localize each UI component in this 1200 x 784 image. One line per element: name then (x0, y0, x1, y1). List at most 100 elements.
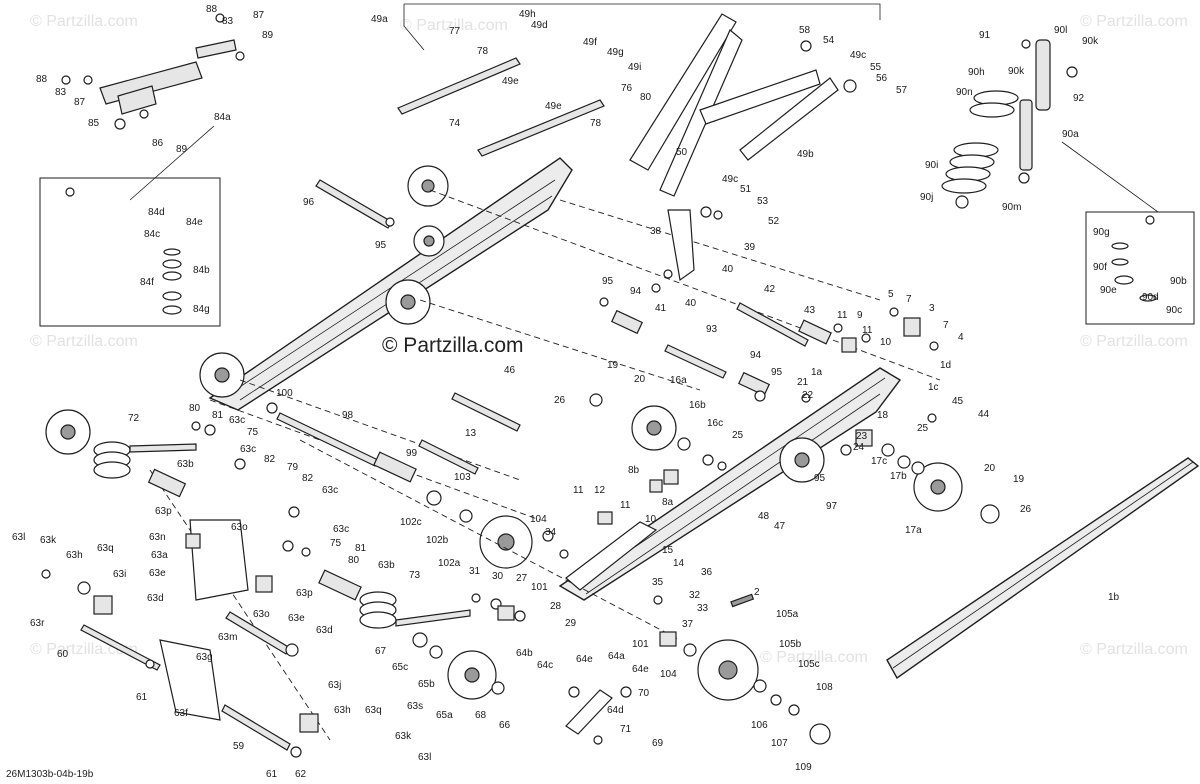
part-callout-63e: 63e (149, 568, 166, 579)
part-callout-49i: 49i (628, 62, 641, 73)
part-callout-3: 3 (929, 303, 935, 314)
part-callout-83: 83 (222, 16, 234, 27)
part-callout-49b: 49b (797, 149, 814, 160)
part-callout-51: 51 (740, 184, 752, 195)
right-slide-rail-part (558, 367, 902, 601)
suspension-arm-part (159, 13, 839, 721)
part-callout-84d: 84d (148, 207, 165, 218)
part-callout-95: 95 (814, 473, 826, 484)
main-watermark: © Partzilla.com (382, 334, 524, 357)
part-callout-23: 23 (856, 431, 868, 442)
part-callout-90c: 90c (1166, 305, 1182, 316)
part-callout-64d: 64d (607, 705, 624, 716)
inset-detail-box (1085, 211, 1195, 325)
part-callout-58: 58 (799, 25, 811, 36)
part-callout-26: 26 (554, 395, 566, 406)
part-callout-90m: 90m (1002, 202, 1021, 213)
part-callout-100: 100 (276, 388, 293, 399)
part-callout-10: 10 (645, 514, 657, 525)
part-callout-34: 34 (545, 527, 557, 538)
part-callout-63o: 63o (231, 522, 248, 533)
part-callout-84c: 84c (144, 229, 160, 240)
part-callout-64a: 64a (608, 651, 625, 662)
part-callout-63d: 63d (316, 625, 333, 636)
part-callout-63k: 63k (40, 535, 57, 546)
part-callout-61: 61 (136, 692, 148, 703)
part-callout-75: 75 (247, 427, 259, 438)
part-callout-73: 73 (409, 570, 421, 581)
part-callout-84g: 84g (193, 304, 210, 315)
part-callout-16b: 16b (689, 400, 706, 411)
part-callout-56: 56 (876, 73, 888, 84)
part-callout-63j: 63j (328, 680, 341, 691)
part-callout-43: 43 (804, 305, 816, 316)
part-callout-15: 15 (662, 545, 674, 556)
part-callout-90j: 90j (920, 192, 933, 203)
part-callout-63o: 63o (253, 609, 270, 620)
part-callout-93: 93 (706, 324, 718, 335)
part-callout-7: 7 (906, 294, 912, 305)
part-callout-63e: 63e (288, 613, 305, 624)
part-callout-97: 97 (826, 501, 838, 512)
part-callout-83: 83 (55, 87, 67, 98)
part-callout-107: 107 (771, 738, 788, 749)
part-callout-78: 78 (590, 118, 602, 129)
part-callout-104: 104 (660, 669, 677, 680)
part-callout-54: 54 (823, 35, 835, 46)
watermark-text: © Partzilla.com (400, 17, 508, 34)
part-callout-63i: 63i (113, 569, 126, 580)
part-callout-16c: 16c (707, 418, 723, 429)
watermark-text: © Partzilla.com (30, 13, 138, 30)
part-callout-19: 19 (607, 360, 619, 371)
part-callout-63q: 63q (97, 543, 114, 554)
part-callout-11: 11 (573, 485, 584, 496)
part-callout-81: 81 (212, 410, 224, 421)
part-callout-49h: 49h (519, 9, 536, 20)
part-callout-20: 20 (984, 463, 996, 474)
part-callout-64c: 64c (537, 660, 553, 671)
part-callout-105c: 105c (798, 659, 820, 670)
part-callout-90n: 90n (956, 87, 973, 98)
part-callout-30: 30 (492, 571, 504, 582)
part-callout-14: 14 (673, 558, 685, 569)
part-callout-19: 19 (1013, 474, 1025, 485)
part-callout-65b: 65b (418, 679, 435, 690)
part-callout-40: 40 (722, 264, 734, 275)
part-callout-95: 95 (602, 276, 614, 287)
part-callout-49f: 49f (583, 37, 597, 48)
part-callout-90g: 90g (1093, 227, 1110, 238)
part-callout-90f: 90f (1093, 262, 1107, 273)
hardware-part (41, 13, 1078, 758)
part-callout-63l: 63l (12, 532, 25, 543)
part-callout-90k: 90k (1082, 36, 1099, 47)
part-callout-80: 80 (189, 403, 201, 414)
part-callout-22: 22 (802, 390, 814, 401)
part-callout-102a: 102a (438, 558, 461, 569)
part-callout-102c: 102c (400, 517, 422, 528)
part-callout-8a: 8a (662, 497, 674, 508)
part-callout-67: 67 (375, 646, 387, 657)
part-callout-50: 50 (676, 147, 688, 158)
part-callout-49d: 49d (531, 20, 548, 31)
part-callout-59: 59 (233, 741, 245, 752)
part-callout-28: 28 (550, 601, 562, 612)
part-callout-101: 101 (632, 639, 649, 650)
diagram-code: 26M1303b-04b-19b (6, 769, 94, 780)
link-rod-part (397, 57, 695, 735)
part-callout-12: 12 (594, 485, 606, 496)
part-callout-105b: 105b (779, 639, 802, 650)
part-callout-55: 55 (870, 62, 882, 73)
part-callout-94: 94 (630, 286, 642, 297)
part-callout-63d: 63d (147, 593, 164, 604)
part-callout-39: 39 (744, 242, 756, 253)
part-callout-69: 69 (652, 738, 664, 749)
part-callout-47: 47 (774, 521, 786, 532)
inset-detail-box (39, 177, 221, 327)
part-callout-63a: 63a (151, 550, 168, 561)
part-callout-26: 26 (1020, 504, 1032, 515)
part-callout-72: 72 (128, 413, 140, 424)
part-callout-92: 92 (1073, 93, 1085, 104)
part-callout-66: 66 (499, 720, 511, 731)
part-callout-74: 74 (449, 118, 461, 129)
